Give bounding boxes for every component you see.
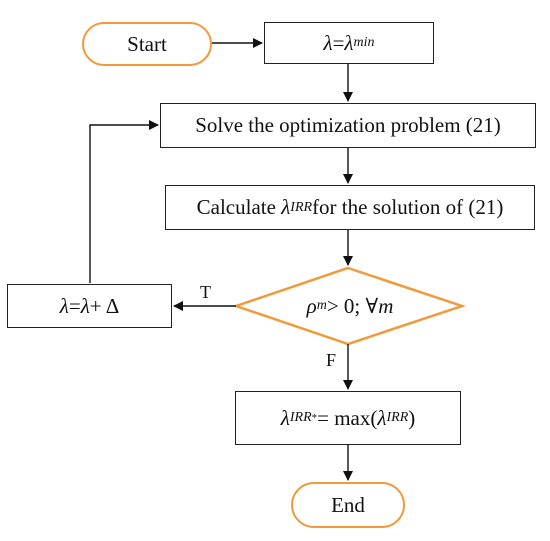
solve-label: Solve the optimization problem (21) xyxy=(195,113,501,137)
calc-sym: λ xyxy=(281,195,291,219)
end-label: End xyxy=(331,492,365,517)
result-arg: λ xyxy=(377,405,387,430)
init-rhs-sub: min xyxy=(353,35,375,50)
decision-var: m xyxy=(378,293,394,318)
update-lambda-box: λ = λ + Δ xyxy=(7,284,172,328)
init-rhs: λ xyxy=(344,30,354,55)
result-eq: = max( xyxy=(317,405,378,430)
init-eq: = xyxy=(332,30,345,55)
result-star: * xyxy=(311,412,318,424)
update-lhs: λ xyxy=(59,293,69,318)
start-label: Start xyxy=(127,31,167,56)
update-rhs: λ xyxy=(80,293,90,318)
update-eq: = xyxy=(68,293,81,318)
decision-sym: ρ xyxy=(306,293,317,318)
calc-prefix: Calculate xyxy=(196,195,276,219)
decision-sub: m xyxy=(316,298,327,313)
update-rest: + Δ xyxy=(89,293,120,318)
calc-suffix: for the solution of (21) xyxy=(312,195,504,219)
calc-sup: IRR xyxy=(290,199,313,215)
solve-box: Solve the optimization problem (21) xyxy=(160,103,536,148)
decision-rest: > 0; ∀ xyxy=(326,293,379,318)
result-sup: IRR xyxy=(289,410,312,425)
false-branch-label: F xyxy=(326,350,337,370)
result-arg-sup: IRR xyxy=(386,410,409,425)
arrow-update-loop-to-solve xyxy=(89,120,159,283)
result-close: ) xyxy=(408,405,416,430)
true-branch-label: T xyxy=(200,282,211,302)
start-terminal: Start xyxy=(82,22,212,66)
end-terminal: End xyxy=(291,482,405,528)
init-lhs: λ xyxy=(323,30,333,55)
result-sym: λ xyxy=(280,405,290,430)
